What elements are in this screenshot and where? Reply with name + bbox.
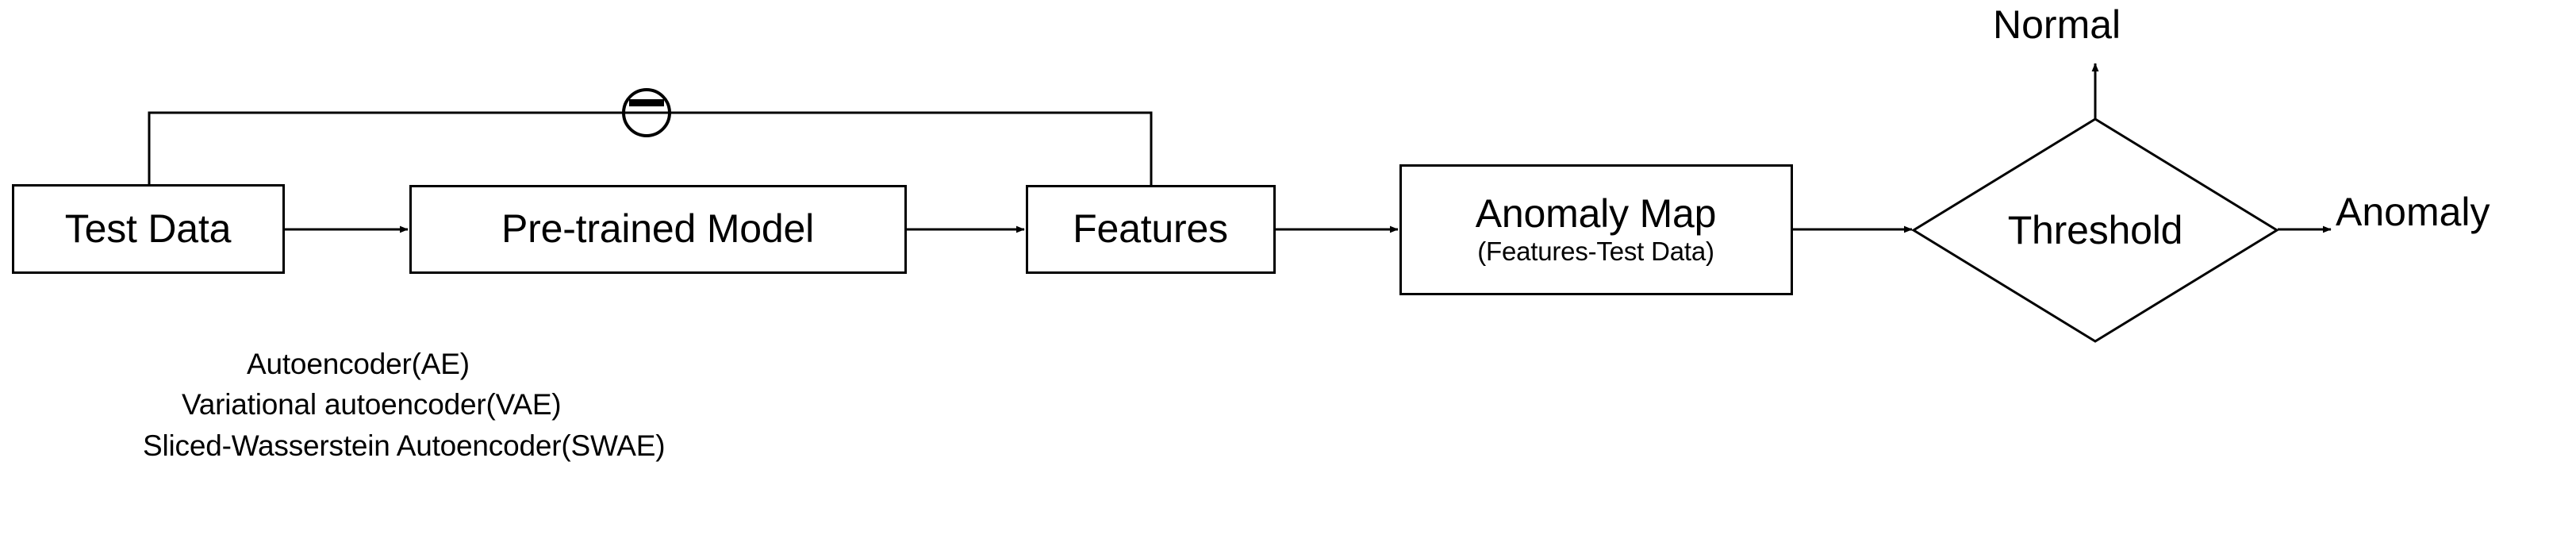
node-threshold-shape[interactable] — [1911, 117, 2279, 343]
node-test-data-shape[interactable] — [12, 184, 285, 274]
node-anomaly-map-shape[interactable] — [1399, 164, 1793, 295]
minus-operator-circle[interactable] — [622, 88, 671, 137]
node-pretrained-model-shape[interactable] — [409, 185, 907, 274]
minus-operator-glyph — [629, 99, 664, 106]
node-features-shape[interactable] — [1026, 185, 1276, 274]
edge-features-to-test-data-feedback — [148, 111, 1153, 185]
